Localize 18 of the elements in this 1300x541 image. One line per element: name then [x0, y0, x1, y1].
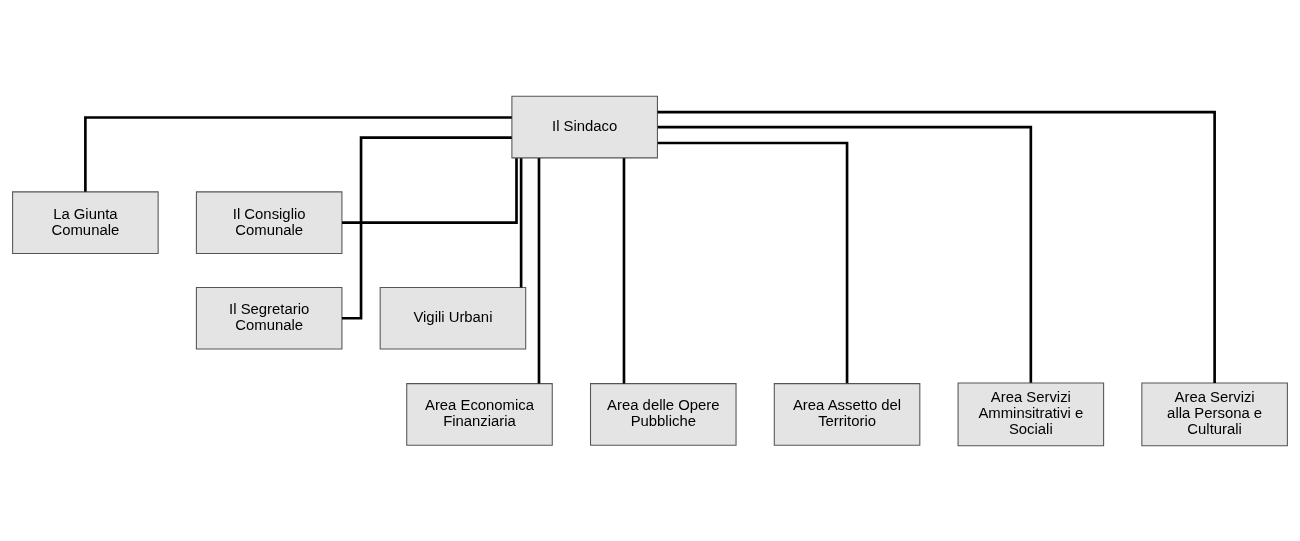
connector	[657, 125, 1033, 383]
node-box: Il Sindaco	[511, 95, 658, 158]
node-box: Area Servizi Amminsitrativi e Sociali	[957, 382, 1105, 446]
node-box: Area Servizi alla Persona e Culturali	[1141, 382, 1288, 446]
node-box: Area Assetto del Territorio	[773, 382, 921, 446]
connector	[537, 157, 541, 383]
node-box: Il Consiglio Comunale	[195, 190, 343, 254]
connector	[84, 115, 512, 192]
node-box: Area delle Opere Pubbliche	[590, 382, 737, 446]
node-box: Vigili Urbani	[379, 286, 527, 350]
connector	[657, 110, 1216, 383]
node-box: Il Segretario Comunale	[195, 286, 343, 350]
connector	[622, 157, 626, 383]
connector	[342, 157, 518, 224]
node-box: Area Economica Finanziaria	[406, 382, 553, 446]
connector	[519, 157, 523, 287]
node-box: La Giunta Comunale	[12, 190, 159, 254]
connector	[657, 141, 849, 383]
